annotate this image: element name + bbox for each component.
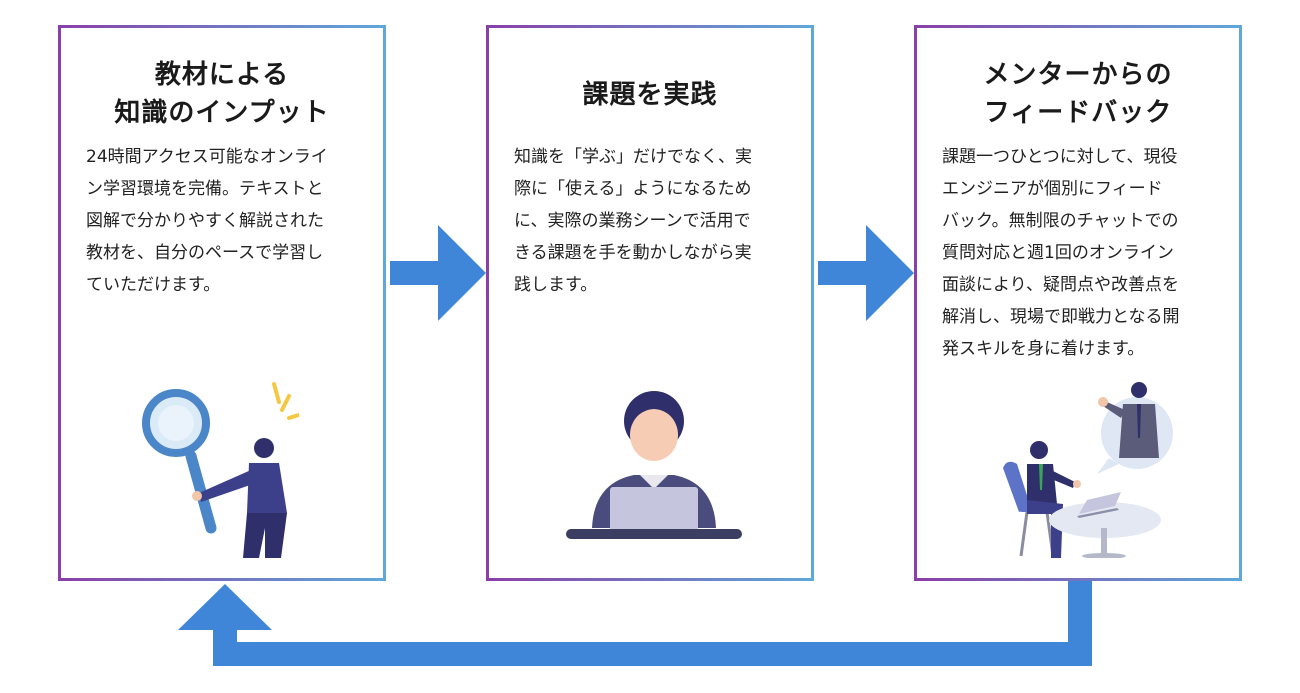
card-mentor-feedback: メンターからの フィードバック 課題一つひとつに対して、現役 エンジニアが個別に…: [914, 25, 1242, 581]
card-title-line: 課題を実践: [582, 80, 718, 110]
card-title-line: メンターからの: [983, 60, 1173, 90]
card-description: 知識を「学ぶ」だけでなく、実 際に「使える」ようになるため に、実際の業務シーン…: [514, 147, 752, 295]
card-practice-tasks: 課題を実践 知識を「学ぶ」だけでなく、実 際に「使える」ようになるため に、実際…: [486, 25, 814, 581]
card-title: メンターからの フィードバック: [917, 56, 1239, 132]
card-title: 課題を実践: [489, 76, 811, 114]
right-arrow-icon: [818, 225, 914, 321]
loop-back-arrow-icon: [178, 580, 1092, 666]
card-description: 課題一つひとつに対して、現役 エンジニアが個別にフィード バック。無制限のチャッ…: [942, 147, 1180, 359]
mentor-meeting-illustration: [1003, 382, 1173, 558]
card-title-line: フィードバック: [983, 98, 1173, 128]
card-knowledge-input: 教材による 知識のインプット 24時間アクセス可能なオンライ ン学習環境を完備。…: [58, 25, 386, 581]
card-title-line: 知識のインプット: [114, 98, 330, 128]
laptop-person-illustration: [566, 391, 742, 539]
magnifier-person-illustration: [142, 382, 299, 558]
card-title-line: 教材による: [154, 60, 290, 90]
right-arrow-icon: [390, 225, 486, 321]
card-title: 教材による 知識のインプット: [61, 56, 383, 132]
card-description: 24時間アクセス可能なオンライ ン学習環境を完備。テキストと 図解で分かりやすく…: [86, 147, 328, 295]
